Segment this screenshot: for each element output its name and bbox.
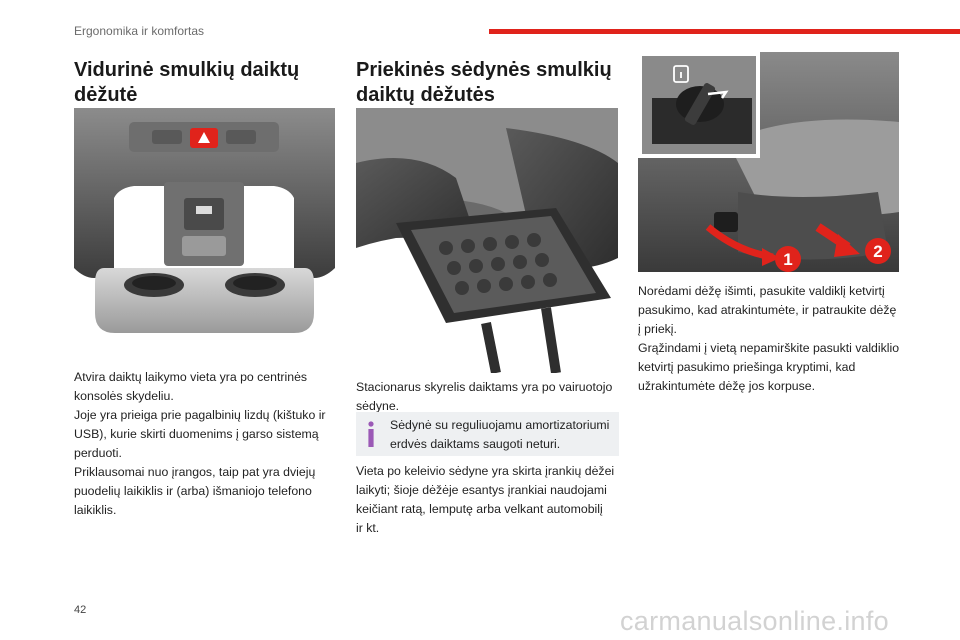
text-line: Grąžindami į vietą nepamirškite pasukti …	[638, 341, 900, 355]
text-line: į priekį.	[638, 322, 677, 336]
text-line: konsolės skydeliu.	[74, 389, 174, 403]
toolbox-removal-text: Norėdami dėžę išimti, pasukite valdiklį …	[638, 282, 908, 396]
section-title-center-storage: Vidurinė smulkių daiktų dėžutė	[74, 58, 344, 108]
section-header: Ergonomika ir komfortas	[74, 24, 205, 38]
title-line: Vidurinė smulkių daiktų	[74, 59, 300, 81]
text-line: laikyti; šioje dėžėje esantys įrankiai n…	[356, 483, 607, 497]
text-line: USB), kurie skirti duomenims į garso sis…	[74, 427, 319, 441]
title-line: daiktų dėžutės	[356, 84, 495, 106]
title-line: Priekinės sėdynės smulkių	[356, 59, 612, 81]
header-accent-bar	[489, 29, 960, 34]
center-console-illustration	[74, 108, 335, 345]
text-line: laikiklis.	[74, 503, 117, 517]
text-line: Atvira daiktų laikymo vieta yra po centr…	[74, 370, 308, 384]
text-line: užrakintumėte dėžę jos korpuse.	[638, 379, 816, 393]
text-line: sėdyne.	[356, 399, 400, 413]
text-line: Priklausomai nuo įrangos, taip pat yra d…	[74, 465, 316, 479]
callout-1-label: 1	[783, 250, 792, 269]
section-title-seat-storage: Priekinės sėdynės smulkių daiktų dėžutės	[356, 58, 621, 108]
center-storage-description: Atvira daiktų laikymo vieta yra po centr…	[74, 368, 339, 520]
watermark: carmanualsonline.info	[620, 606, 889, 636]
info-note-text: Sėdynė su reguliuojamu amortizatoriumi e…	[390, 416, 612, 454]
text-line: Norėdami dėžę išimti, pasukite valdiklį …	[638, 284, 885, 298]
callout-2	[865, 238, 891, 264]
info-icon	[368, 421, 374, 447]
callout-1	[775, 246, 801, 272]
text-line: pasukimo, kad atrakintumėte, ir patrauki…	[638, 303, 897, 317]
page-number: 42	[74, 604, 87, 616]
text-line: Joje yra prieiga prie pagalbinių lizdų (…	[74, 408, 326, 422]
title-line: dėžutė	[74, 84, 138, 106]
text-line: ketvirtį pasukimo priešinga kryptimi, ka…	[638, 360, 856, 374]
toolbox-removal-illustration: 1 2	[638, 52, 899, 272]
text-line: Vieta po keleivio sėdyne yra skirta įran…	[356, 464, 615, 478]
text-line: ir kt.	[356, 521, 380, 535]
text-line: puodelių laikiklis ir (arba) išmaniojo t…	[74, 484, 312, 498]
driver-seat-storage-text: Stacionarus skyrelis daiktams yra po vai…	[356, 378, 621, 416]
info-note-box: Sėdynė su reguliuojamu amortizatoriumi e…	[356, 412, 619, 456]
text-line: perduoti.	[74, 446, 122, 460]
callout-2-label: 2	[873, 242, 882, 261]
text-line: erdvės daiktams saugoti neturi.	[390, 437, 561, 451]
passenger-seat-toolbox-text: Vieta po keleivio sėdyne yra skirta įran…	[356, 462, 621, 538]
text-line: Stacionarus skyrelis daiktams yra po vai…	[356, 380, 613, 394]
seat-storage-illustration	[356, 108, 618, 373]
text-line: keičiant ratą, lemputę arba velkant auto…	[356, 502, 603, 516]
text-line: Sėdynė su reguliuojamu amortizatoriumi	[390, 418, 610, 432]
